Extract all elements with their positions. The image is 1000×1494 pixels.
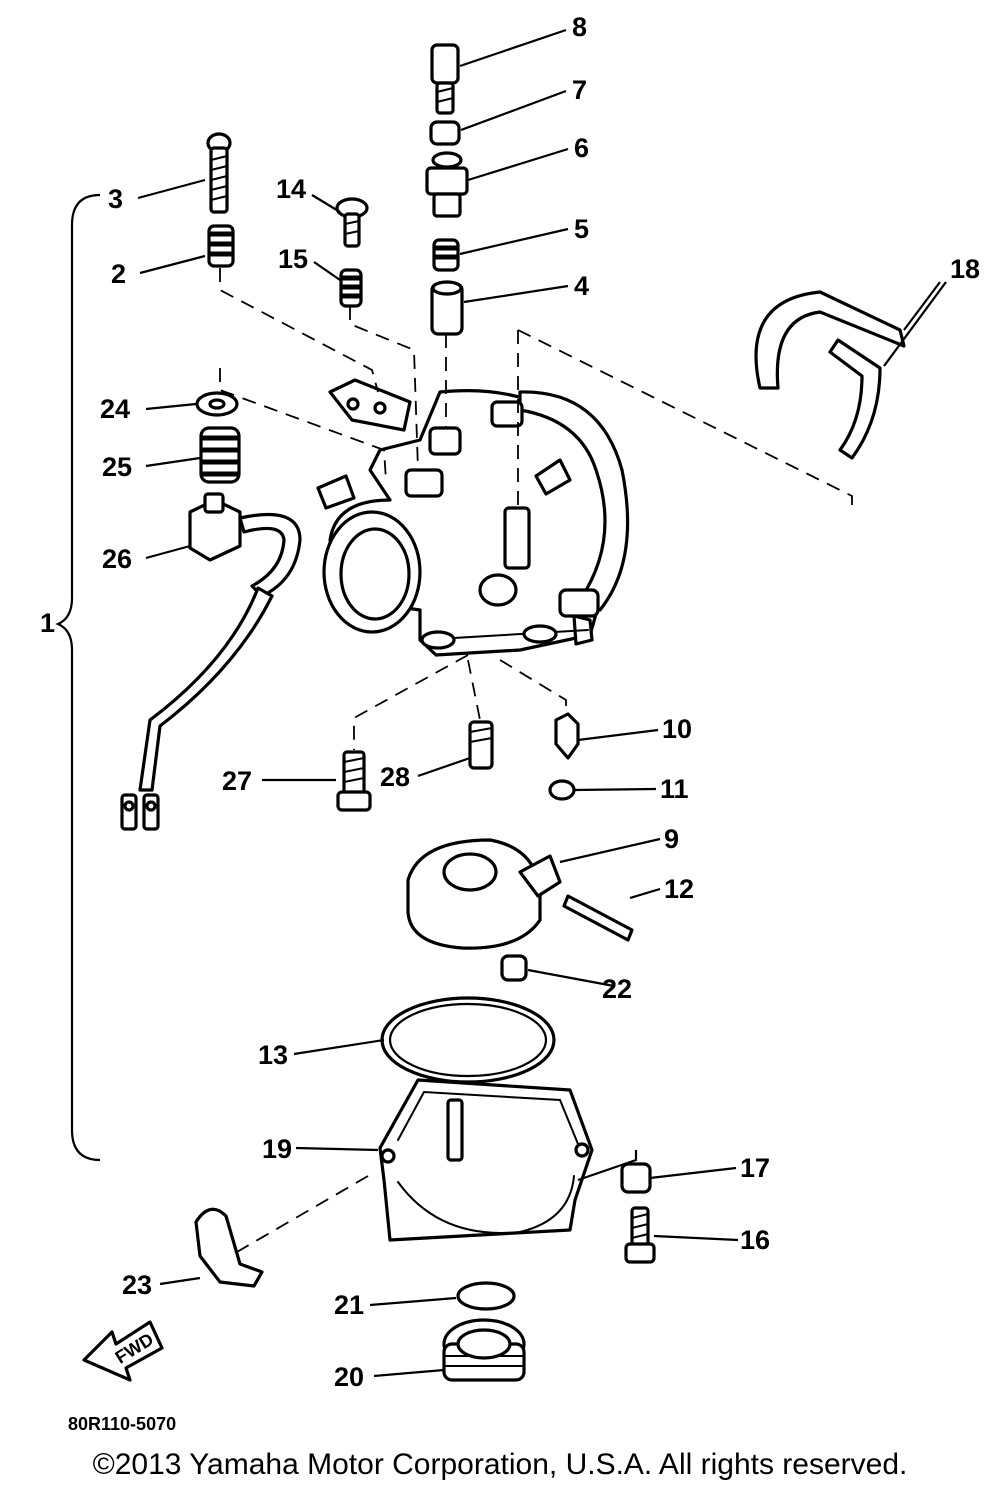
part-plug-20 bbox=[442, 1318, 526, 1382]
callout-7: 7 bbox=[572, 75, 587, 105]
callout-14: 14 bbox=[276, 174, 306, 204]
part-spring-15 bbox=[339, 268, 363, 308]
callout-23: 23 bbox=[122, 1270, 152, 1300]
part-needle-10 bbox=[554, 712, 580, 760]
part-screw-14 bbox=[335, 197, 369, 248]
callout-26: 26 bbox=[102, 544, 132, 574]
part-pin-12 bbox=[562, 894, 634, 942]
copyright-notice: ©2013 Yamaha Motor Corporation, U.S.A. A… bbox=[92, 1448, 908, 1481]
leader-lines bbox=[137, 28, 947, 1378]
callout-28: 28 bbox=[380, 762, 410, 792]
callout-22: 22 bbox=[602, 974, 632, 1004]
callout-9: 9 bbox=[664, 824, 679, 854]
part-jet-27 bbox=[336, 750, 372, 812]
part-float-bowl-19 bbox=[378, 1078, 594, 1242]
callout-21: 21 bbox=[334, 1290, 364, 1320]
part-float-9 bbox=[406, 838, 562, 950]
part-washer-24 bbox=[195, 391, 239, 417]
carburetor-body bbox=[316, 378, 630, 657]
part-slide-4 bbox=[430, 280, 464, 336]
callout-numbers: 1 2 3 4 5 6 7 8 9 10 11 12 13 14 15 16 1… bbox=[40, 12, 980, 1392]
callout-20: 20 bbox=[334, 1362, 364, 1392]
part-spring-5 bbox=[432, 238, 460, 272]
part-nut-17 bbox=[620, 1162, 652, 1194]
callout-1: 1 bbox=[40, 608, 55, 638]
assembly-bracket bbox=[55, 193, 101, 1162]
callout-24: 24 bbox=[100, 394, 130, 424]
callout-17: 17 bbox=[740, 1153, 770, 1183]
callout-5: 5 bbox=[574, 214, 589, 244]
callout-18: 18 bbox=[950, 254, 980, 284]
part-nut-7 bbox=[429, 120, 461, 146]
callout-11: 11 bbox=[660, 774, 689, 804]
callout-6: 6 bbox=[574, 133, 589, 163]
diagram-code: 80R110-5070 bbox=[68, 1414, 176, 1434]
callout-19: 19 bbox=[262, 1134, 292, 1164]
part-bolt-16 bbox=[624, 1206, 656, 1264]
callout-13: 13 bbox=[258, 1040, 288, 1070]
part-bolt-8 bbox=[430, 43, 460, 115]
part-screw-3 bbox=[206, 132, 232, 214]
assembly-guides bbox=[219, 268, 853, 1257]
callout-3: 3 bbox=[108, 184, 123, 214]
callout-15: 15 bbox=[278, 244, 308, 274]
callout-4: 4 bbox=[574, 271, 589, 301]
part-clamp-23 bbox=[194, 1207, 264, 1288]
callout-27: 27 bbox=[222, 766, 252, 796]
part-fitting-6 bbox=[425, 151, 469, 218]
part-valve-22 bbox=[500, 954, 528, 982]
callout-25: 25 bbox=[102, 452, 132, 482]
callout-12: 12 bbox=[664, 874, 694, 904]
callout-2: 2 bbox=[111, 259, 126, 289]
part-jet-28 bbox=[468, 720, 494, 770]
part-choke-26 bbox=[120, 492, 302, 831]
part-spring-25 bbox=[199, 426, 241, 484]
fwd-arrow-icon: FWD bbox=[82, 1320, 164, 1382]
part-clip-11 bbox=[548, 779, 576, 801]
callout-10: 10 bbox=[662, 714, 692, 744]
part-hose-18 bbox=[754, 290, 906, 460]
part-gasket-13 bbox=[380, 996, 556, 1084]
callout-8: 8 bbox=[572, 12, 587, 42]
callout-16: 16 bbox=[740, 1225, 770, 1255]
part-spring-2 bbox=[207, 224, 235, 268]
part-oring-21 bbox=[456, 1281, 516, 1311]
